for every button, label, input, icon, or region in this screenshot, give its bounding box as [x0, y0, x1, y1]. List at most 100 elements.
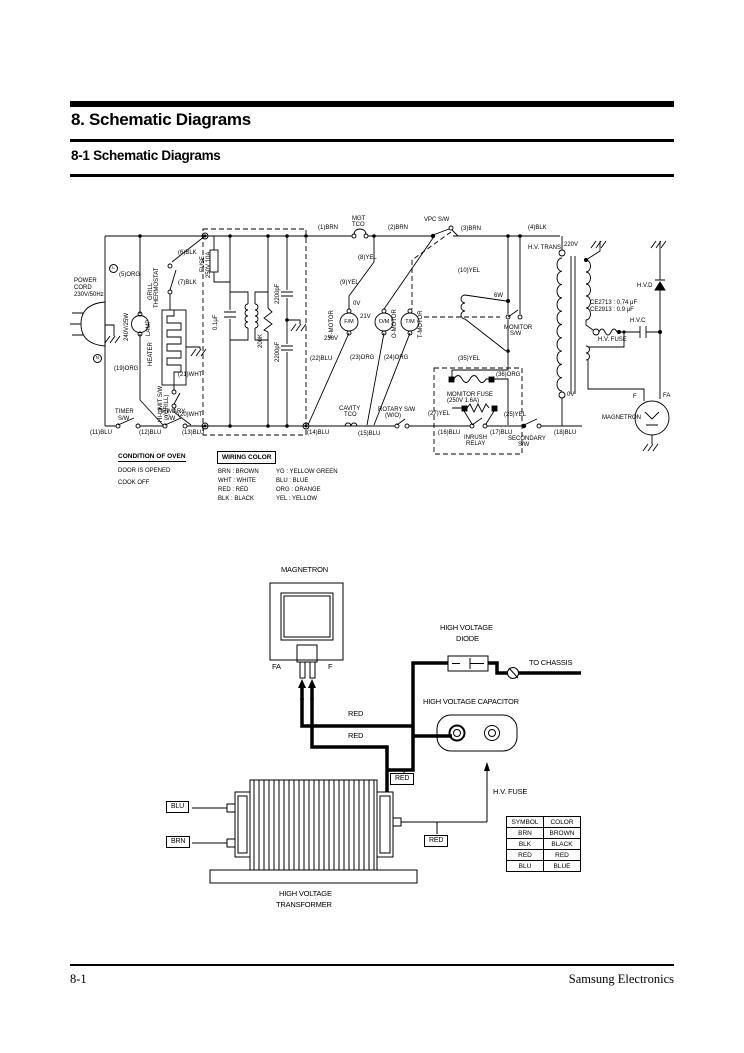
wiring-svg [192, 582, 581, 884]
diagram-label: POWER [74, 278, 97, 284]
diagram-label: CAVITY [339, 406, 361, 412]
hv-transformer-primary [556, 257, 563, 392]
diagram-label: S/W [518, 442, 530, 448]
diagram-label: (14)BLU [307, 430, 330, 436]
diagram-label: (4)BLK [528, 225, 547, 231]
diagram-label: 0V [353, 301, 361, 307]
diagram-label: FA [663, 393, 671, 399]
line-fuse [209, 249, 219, 273]
hv-wires [300, 661, 581, 792]
diagram-label: (20)WHT [178, 412, 203, 418]
hv-transformer-secondary [585, 259, 591, 321]
diagram-label: (17)BLU [490, 430, 513, 436]
diagram-label: (23)ORG [350, 355, 375, 361]
resistor [263, 236, 273, 426]
header-rule-mid [70, 139, 674, 142]
diagram-label: TCO [352, 222, 365, 228]
diagram-label: BRN [166, 836, 191, 848]
diagram-label: (19)ORG [114, 366, 139, 372]
diagram-label: RED [424, 835, 449, 847]
wiring-color-title: WIRING COLOR [217, 451, 277, 464]
diagram-label: 240V/25W [124, 312, 130, 341]
diagram-label: N [93, 354, 102, 363]
plug-arrows [298, 679, 490, 771]
mgt-tco [353, 228, 367, 235]
diagram-label: (3)BRN [461, 226, 482, 232]
diagram-label: 230V/50Hz [74, 292, 104, 298]
footer: 8-1 Samsung Electronics [70, 972, 674, 987]
vpc-link [411, 231, 452, 309]
top-rail [105, 229, 563, 250]
filament-winding [585, 345, 590, 361]
diagram-label: TO CHASSIS [529, 658, 573, 667]
diagram-label: O-MOTOR [392, 309, 398, 338]
diagram-label: (27)YEL [428, 411, 451, 417]
diagram-label: ROTARY S/W [378, 407, 416, 413]
diagram-label: FA [272, 662, 281, 671]
condition-title: CONDITION OF OVEN [118, 453, 186, 462]
diagram-label: MONITOR FUSE [447, 392, 493, 398]
diagram-label: THERMOSTAT [154, 267, 160, 308]
diagram-label: H.V. FUSE [493, 787, 528, 796]
diagram-label: T/M [405, 318, 415, 325]
diagram-label: F/M [344, 318, 354, 325]
diagram-label: RED [348, 709, 364, 718]
diagram-label: HIGH VOLTAGE [279, 889, 332, 898]
ground-symbol [642, 435, 659, 452]
page-title: 8. Schematic Diagrams [71, 110, 251, 129]
section-title: 8-1 Schematic Diagrams [71, 148, 221, 163]
diagram-label: F [328, 662, 333, 671]
magnetron-box [269, 582, 344, 679]
diagram-label: 0V [567, 392, 575, 398]
condition-item: DOOR IS OPENED [118, 468, 171, 474]
diagram-label: (24)ORG [384, 355, 409, 361]
diagram-label: 220V [564, 242, 579, 248]
ground-symbol [287, 319, 307, 332]
hv-diode [654, 281, 666, 291]
hv-fuse-wire [401, 769, 488, 834]
diagram-label: DIODE [456, 634, 479, 643]
diagram-label: PRIMARY [158, 409, 186, 415]
condition-item: COOK OFF [118, 480, 150, 486]
diagram-label: (13)BLU [182, 430, 205, 436]
ground-symbol [585, 240, 607, 261]
chassis-screw-icon [507, 667, 519, 679]
monitor-fuse [453, 375, 489, 383]
diagram-label: (36)ORG [496, 372, 521, 378]
table-header: SYMBOL [506, 816, 544, 828]
ground-symbol [650, 240, 667, 280]
diagram-label: S/W [510, 331, 522, 337]
diagram-label: (25)YEL [504, 412, 527, 418]
diagram-label: H.V.D [637, 283, 653, 289]
diagram-label: (21)WHT [178, 372, 203, 378]
diagram-label: 250V 10A [206, 251, 212, 278]
diagram-label: (5)ORG [119, 272, 140, 278]
page-number: 8-1 [70, 972, 87, 986]
diagram-label: CORD [74, 285, 92, 291]
diagram-label: (11)BLU [90, 430, 112, 436]
diagram-label: 230V [324, 336, 339, 342]
diagram-label: H.V. TRANS [528, 245, 562, 251]
choke-coil [244, 303, 249, 329]
footer-rule [70, 964, 674, 966]
diagram-label: (1)BRN [318, 225, 339, 231]
noise-filter-box [202, 228, 307, 436]
diagram-label: MGT [352, 216, 366, 222]
diagram-label: CE2713 : 0.74 μF [590, 300, 638, 306]
diagram-label: 200K [258, 333, 264, 348]
diagram-label: S/W [164, 416, 176, 422]
company-name: Samsung Electronics [568, 972, 674, 986]
header-rule-bottom [70, 174, 674, 177]
diagram-label: O/M [378, 318, 390, 325]
power-plug-symbol [70, 301, 106, 347]
diagram-label: CE2913 : 0.9 μF [590, 307, 634, 313]
diagram-label: INRUSH [464, 435, 488, 441]
diagram-label: (6)BLK [178, 250, 197, 256]
circuit-svg [70, 225, 670, 455]
